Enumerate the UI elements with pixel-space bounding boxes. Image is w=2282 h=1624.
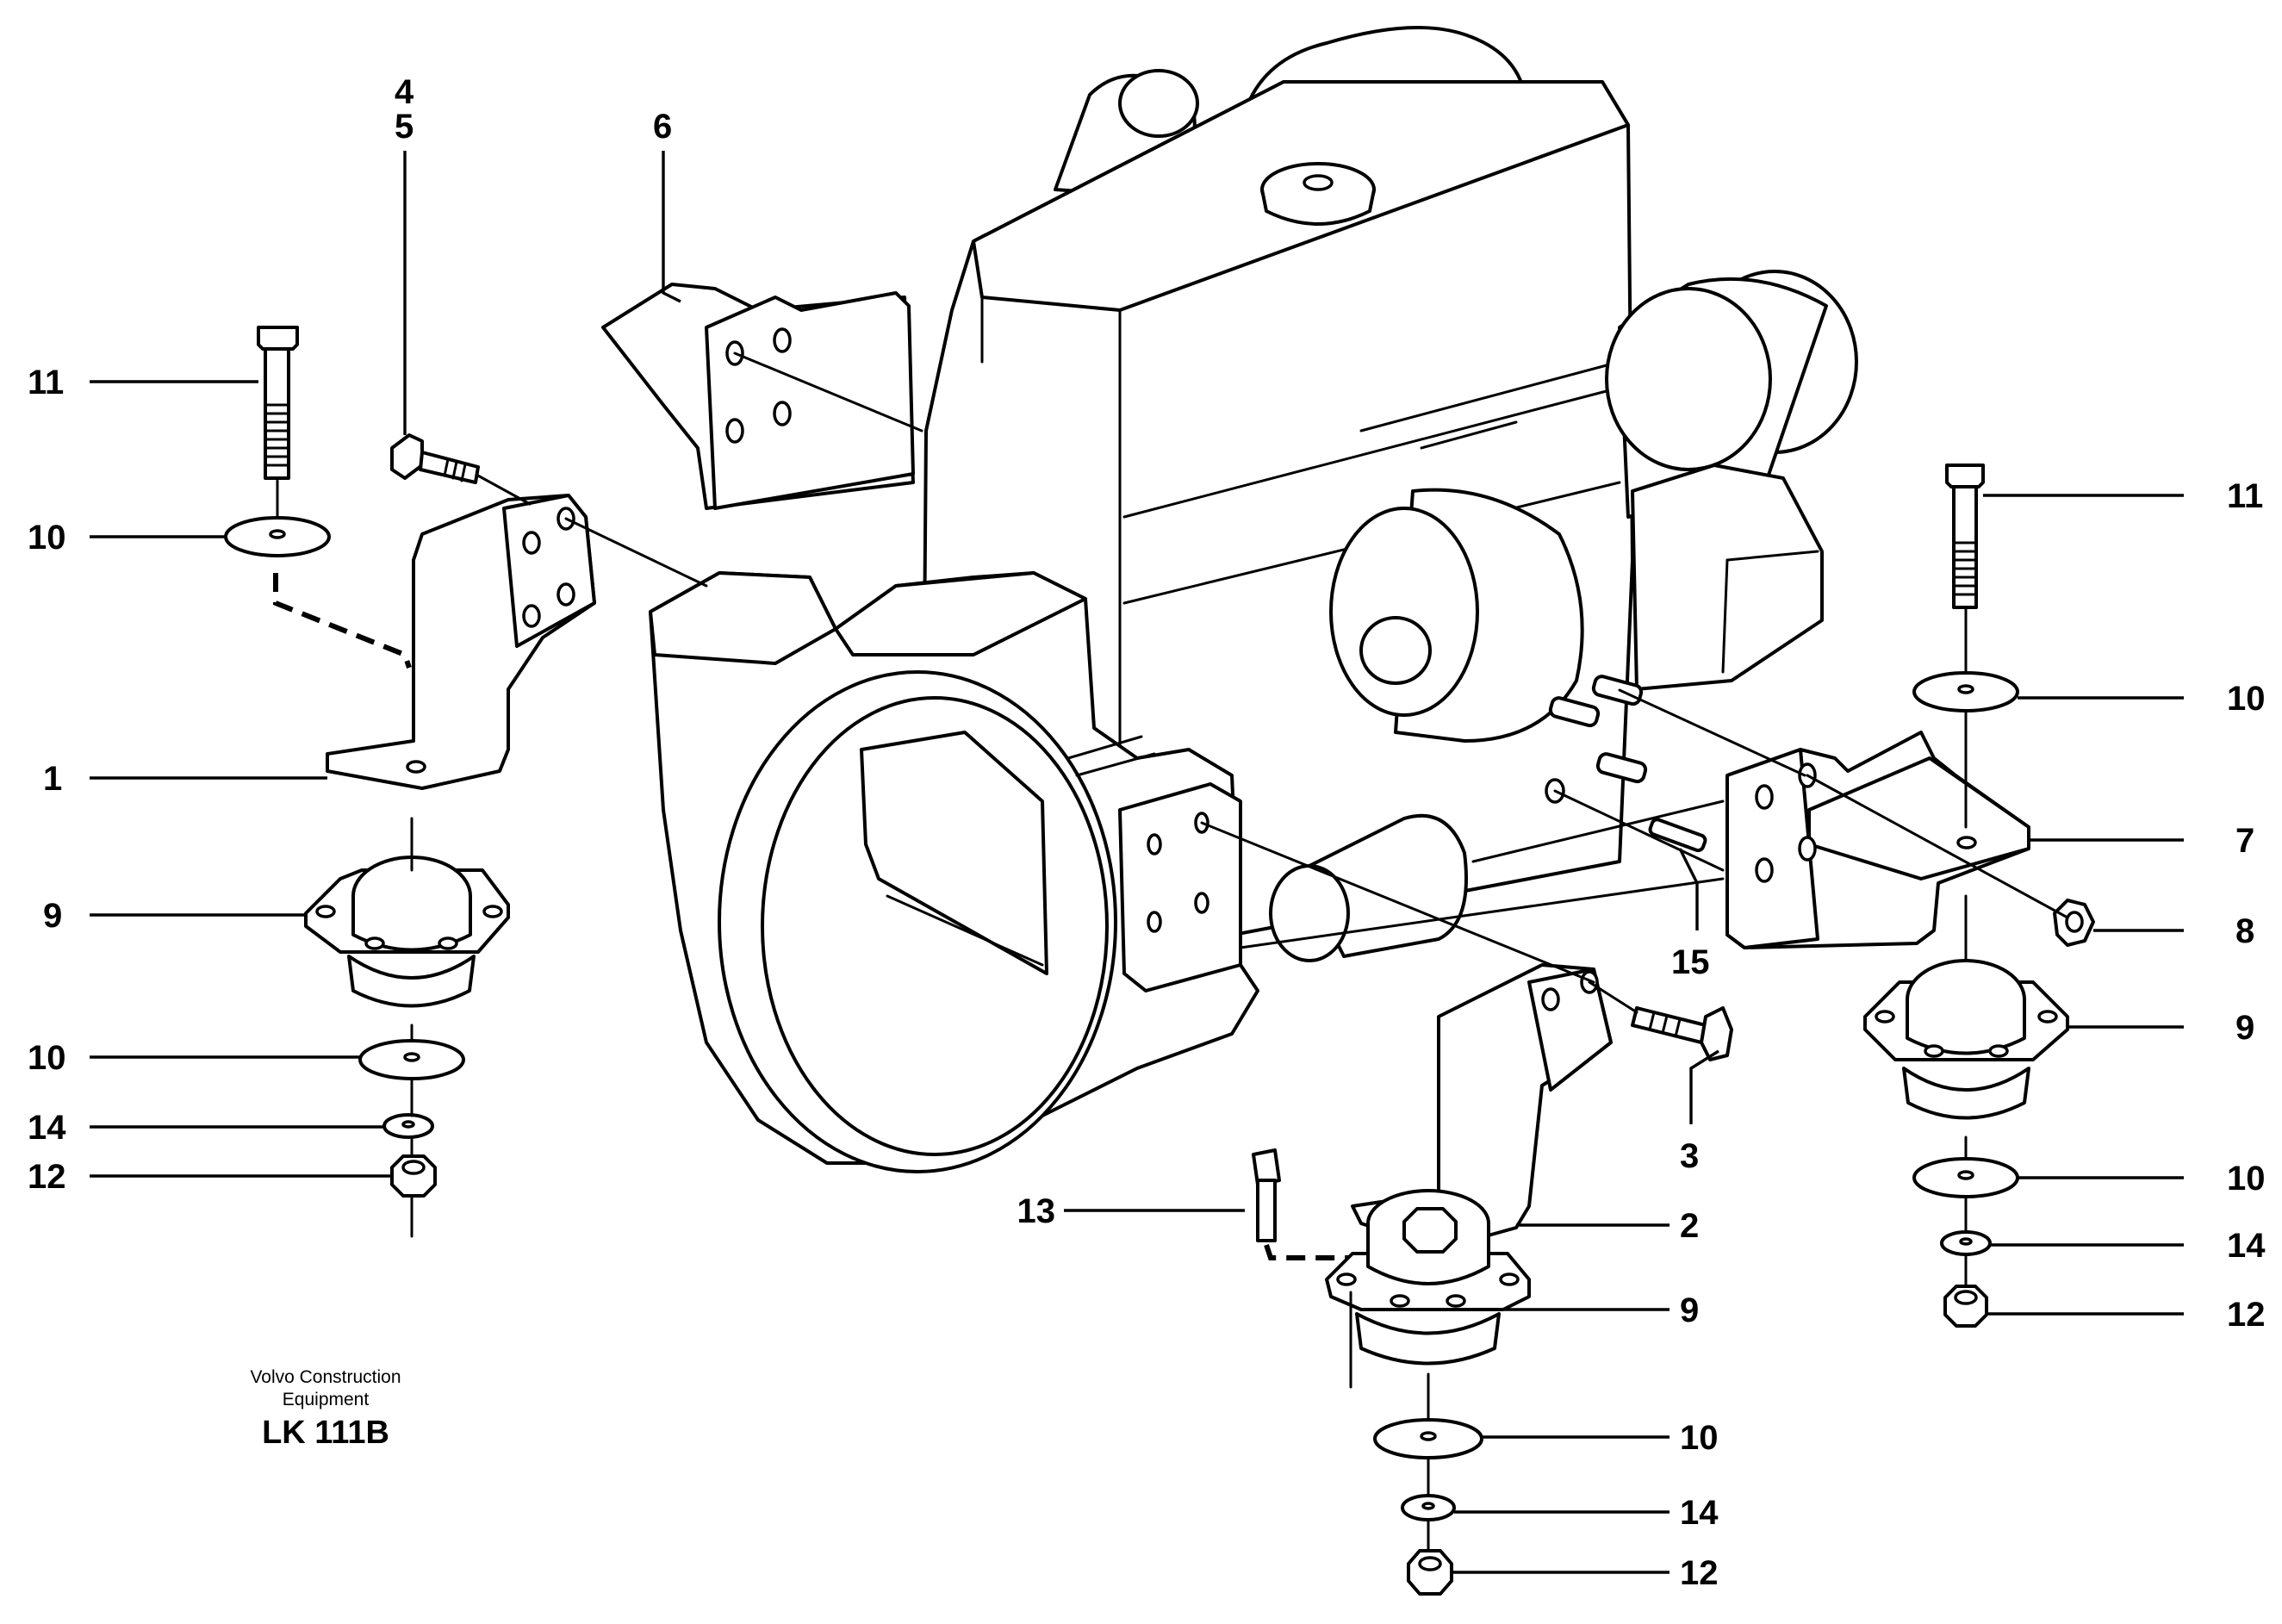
callout-1: 1 xyxy=(43,760,62,798)
callout-10-left-bottom: 10 xyxy=(28,1039,66,1077)
leader-lines xyxy=(90,151,2184,1574)
callout-12-right: 12 xyxy=(2227,1296,2266,1334)
company-name-line2: Equipment xyxy=(283,1390,370,1409)
callout-2: 2 xyxy=(1680,1207,1699,1245)
drawing-code: LK 111B xyxy=(262,1415,389,1451)
assembly-lines xyxy=(475,352,2069,1014)
bracket-6 xyxy=(601,283,915,510)
callout-14-right: 14 xyxy=(2227,1227,2266,1265)
callout-10-right-bottom: 10 xyxy=(2227,1160,2266,1198)
engine-block xyxy=(920,26,1858,975)
center-mount-assembly xyxy=(1252,963,1733,1596)
flywheel-bell-housing xyxy=(649,571,1259,1173)
drawing-caption: Volvo Construction Equipment LK 111B xyxy=(250,1367,401,1451)
callout-14-center: 14 xyxy=(1680,1494,1719,1532)
left-mount-assembly xyxy=(224,326,596,1238)
right-mount-assembly xyxy=(1725,464,2095,1328)
callout-7: 7 xyxy=(2235,822,2254,860)
callout-13: 13 xyxy=(1017,1192,1056,1230)
callout-10-center: 10 xyxy=(1680,1419,1719,1457)
callout-9-right: 9 xyxy=(2235,1009,2254,1047)
callout-15: 15 xyxy=(1671,943,1710,981)
callout-3: 3 xyxy=(1680,1137,1699,1175)
callout-10-right-top: 10 xyxy=(2227,680,2266,718)
stud-bolts xyxy=(1545,675,1707,853)
callout-8: 8 xyxy=(2235,912,2254,950)
callout-5: 5 xyxy=(395,108,413,146)
callout-labels: 11 10 1 9 10 14 12 4 5 6 15 3 13 2 9 10 … xyxy=(28,73,2266,1592)
callout-12-center: 12 xyxy=(1680,1554,1719,1592)
callout-10-left-top: 10 xyxy=(28,519,66,557)
callout-14-left: 14 xyxy=(28,1109,66,1147)
callout-12-left: 12 xyxy=(28,1158,66,1196)
callout-11-right: 11 xyxy=(2227,477,2263,515)
callout-6: 6 xyxy=(653,108,672,146)
callout-4: 4 xyxy=(395,73,414,111)
company-name-line1: Volvo Construction xyxy=(250,1367,401,1387)
callout-9-left: 9 xyxy=(43,897,62,935)
callout-11-left: 11 xyxy=(28,364,64,401)
callout-9-center: 9 xyxy=(1680,1291,1699,1329)
